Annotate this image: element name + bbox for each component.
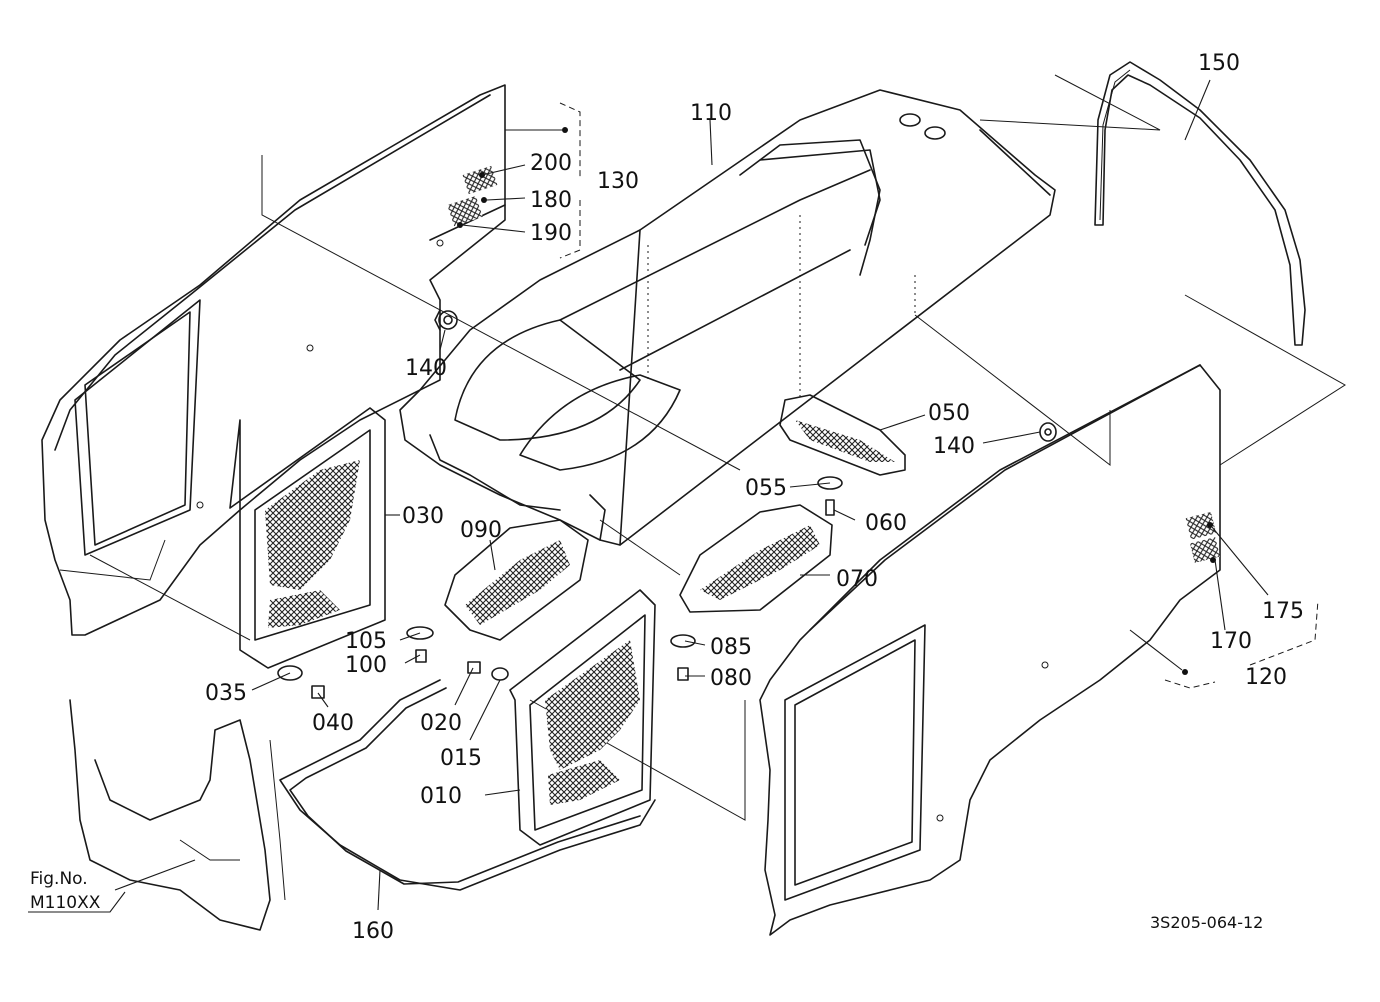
callout-110: 110 xyxy=(690,101,732,126)
callout-160: 160 xyxy=(352,919,394,944)
figure-reference: Fig.No. M110XX xyxy=(28,869,126,913)
callout-010: 010 xyxy=(420,784,462,809)
callout-180: 180 xyxy=(530,188,572,213)
rear-arch-150 xyxy=(1094,61,1306,346)
callout-050: 050 xyxy=(928,401,970,426)
callout-150: 150 xyxy=(1198,51,1240,76)
leader-lines xyxy=(251,79,1211,911)
left-side-panel xyxy=(41,84,506,636)
callout-090: 090 xyxy=(460,518,502,543)
callout-175: 175 xyxy=(1262,599,1304,624)
decal-group-130 xyxy=(436,102,581,259)
callout-120: 120 xyxy=(1245,665,1287,690)
figure-ref-line2: M110XX xyxy=(30,893,101,913)
callout-200: 200 xyxy=(530,151,572,176)
hardware xyxy=(277,476,843,699)
drawing-number: 3S205-064-12 xyxy=(1150,913,1263,932)
callout-190: 190 xyxy=(530,221,572,246)
callout-015: 015 xyxy=(440,746,482,771)
grille-090 xyxy=(444,519,589,641)
callout-105: 105 xyxy=(345,629,387,654)
callout-055: 055 xyxy=(745,476,787,501)
callout-140-right: 140 xyxy=(933,434,975,459)
grille-010 xyxy=(509,589,656,846)
callout-070: 070 xyxy=(836,567,878,592)
callout-130: 130 xyxy=(597,169,639,194)
callout-085: 085 xyxy=(710,635,752,660)
callout-140-left: 140 xyxy=(405,356,447,381)
reference-lines xyxy=(89,74,1346,821)
hood-110 xyxy=(399,89,1056,546)
callout-020: 020 xyxy=(420,711,462,736)
seal-strip-160 xyxy=(279,679,656,891)
callout-030: 030 xyxy=(402,504,444,529)
callout-170: 170 xyxy=(1210,629,1252,654)
grille-030 xyxy=(229,407,386,669)
bracket-050 xyxy=(779,394,906,476)
callout-080: 080 xyxy=(710,666,752,691)
callout-035: 035 xyxy=(205,681,247,706)
callout-labels: 150 110 200 180 130 190 140 050 140 055 … xyxy=(205,51,1304,944)
figure-ref-line1: Fig.No. xyxy=(30,869,88,889)
fastener-140-right xyxy=(1039,422,1057,442)
fastener-140-left xyxy=(434,309,458,331)
callout-100: 100 xyxy=(345,653,387,678)
reference-assembly xyxy=(69,699,286,931)
grille-070 xyxy=(679,504,833,613)
callout-060: 060 xyxy=(865,511,907,536)
right-side-panel-120 xyxy=(759,364,1319,936)
callout-040: 040 xyxy=(312,711,354,736)
